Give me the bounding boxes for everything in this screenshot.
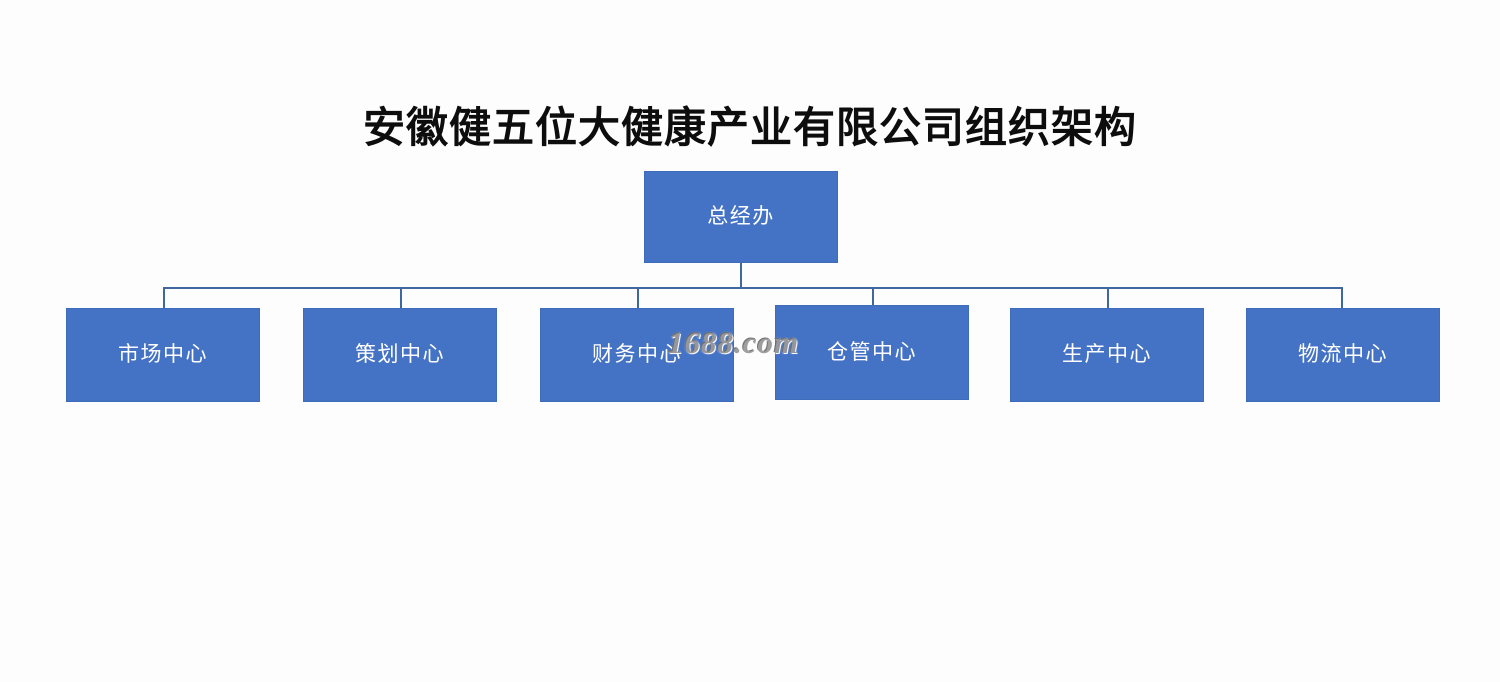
org-node-child-2[interactable]: 策划中心 bbox=[303, 308, 497, 402]
org-node-label: 市场中心 bbox=[118, 343, 208, 367]
org-node-child-3[interactable]: 财务中心 bbox=[540, 308, 734, 402]
connector-drop-child-6 bbox=[1341, 287, 1343, 308]
org-node-label: 策划中心 bbox=[355, 343, 445, 367]
connector-drop-child-3 bbox=[637, 287, 639, 308]
org-node-child-1[interactable]: 市场中心 bbox=[66, 308, 260, 402]
connector-drop-child-5 bbox=[1107, 287, 1109, 308]
org-node-label: 物流中心 bbox=[1298, 343, 1388, 367]
org-node-label: 生产中心 bbox=[1062, 343, 1152, 367]
connector-drop-child-4 bbox=[872, 287, 874, 305]
org-node-root[interactable]: 总经办 bbox=[644, 171, 838, 263]
connector-drop-child-1 bbox=[163, 287, 165, 308]
connector-root-stem bbox=[740, 263, 742, 288]
org-node-label: 财务中心 bbox=[592, 343, 682, 367]
org-node-child-6[interactable]: 物流中心 bbox=[1246, 308, 1440, 402]
org-node-child-5[interactable]: 生产中心 bbox=[1010, 308, 1204, 402]
connector-drop-child-2 bbox=[400, 287, 402, 308]
org-node-label: 仓管中心 bbox=[827, 340, 917, 364]
org-node-label: 总经办 bbox=[707, 205, 775, 229]
connector-horizontal-bus bbox=[163, 287, 1342, 289]
page-title: 安徽健五位大健康产业有限公司组织架构 bbox=[362, 104, 1137, 151]
org-node-child-4[interactable]: 仓管中心 bbox=[775, 305, 969, 400]
